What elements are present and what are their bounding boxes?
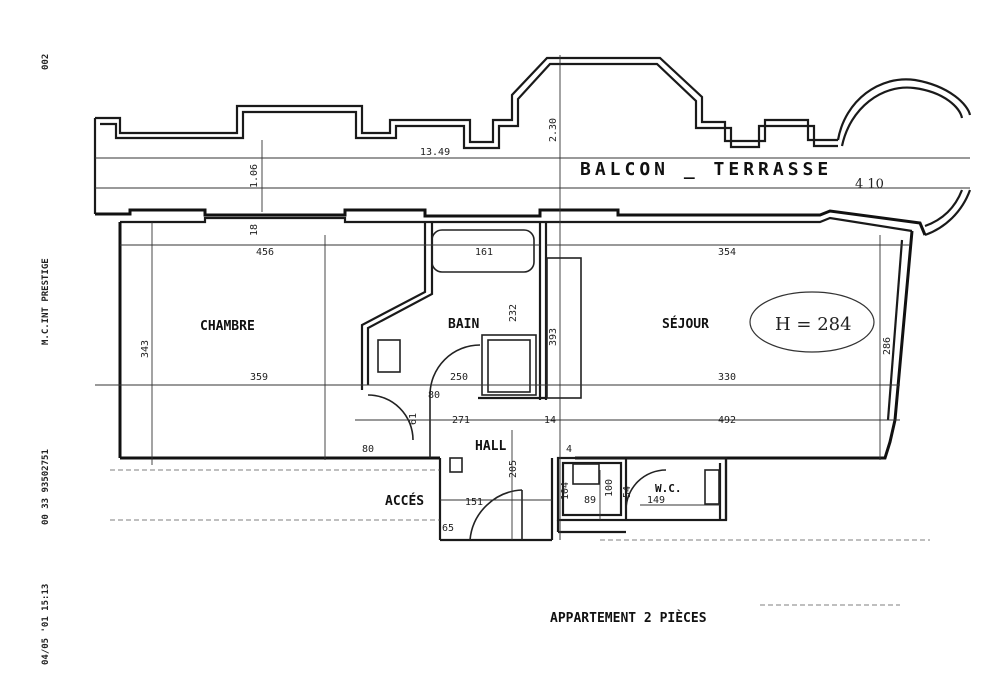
- dim-storage-104: 104: [560, 482, 571, 500]
- dim-living-width-low: 492: [718, 415, 736, 426]
- dim-balcony-depth: 1.06: [249, 164, 260, 188]
- fax-datetime: 04/05 '01 15:13: [41, 584, 51, 665]
- room-label-bedroom: CHAMBRE: [200, 319, 255, 334]
- dim-door-80a: 80: [428, 390, 440, 401]
- dim-bath-tub: 161: [475, 247, 493, 258]
- dim-bath-depth: 232: [508, 304, 519, 322]
- ceiling-height-note: H = 284: [775, 314, 852, 335]
- dim-storage-89: 89: [584, 495, 596, 506]
- dim-wall-18: 18: [249, 224, 260, 236]
- dim-bay-depth: 2.30: [548, 118, 559, 142]
- dim-door-80b: 80: [362, 444, 374, 455]
- wc-toilet: [704, 469, 720, 505]
- apartment-walls: [118, 222, 914, 542]
- dimension-numbers: 13.49 1.06 2.30 18 456 161 354 343 359 2…: [140, 118, 893, 534]
- dim-bedroom-width-mid: 359: [250, 372, 268, 383]
- room-label-hall: HALL: [475, 439, 506, 454]
- dim-balcony-length: 13.49: [420, 147, 450, 158]
- dim-living-depth: 286: [882, 337, 893, 355]
- bath-cabinet: [546, 257, 582, 399]
- room-label-wc: W.C.: [655, 482, 682, 495]
- dim-door-61: 61: [408, 413, 419, 425]
- dim-bath-width: 250: [450, 372, 468, 383]
- dim-bath-depth-2: 393: [548, 328, 559, 346]
- dim-entry-65: 65: [442, 523, 454, 534]
- dim-bedroom-depth: 343: [140, 340, 151, 358]
- fax-phone: 00 33 93502751: [41, 449, 51, 525]
- dim-living-width-top: 354: [718, 247, 736, 258]
- storage-unit: [572, 463, 600, 485]
- dim-wc-149: 149: [647, 495, 665, 506]
- dim-wall-14: 14: [544, 415, 556, 426]
- annotations: H = 284 APPARTEMENT 2 PIÈCES 4 10: [550, 177, 884, 626]
- room-label-entry: ACCÉS: [385, 493, 424, 509]
- dim-entry-151: 151: [465, 497, 483, 508]
- room-label-balcony: BALCON _ TERRASSE: [580, 159, 832, 180]
- dim-hall-width: 271: [452, 415, 470, 426]
- room-label-living: SÉJOUR: [662, 316, 709, 332]
- dim-wc-54: 54: [622, 486, 633, 498]
- balcony-structure: [93, 55, 972, 540]
- dimension-lines: [95, 222, 930, 606]
- fax-page-number: 002: [41, 54, 51, 70]
- bath-sink: [377, 339, 401, 373]
- hall-cabinet: [449, 457, 463, 473]
- plan-title: APPARTEMENT 2 PIÈCES: [550, 610, 707, 626]
- dim-bedroom-width-top: 456: [256, 247, 274, 258]
- dim-living-width-mid: 330: [718, 372, 736, 383]
- bathtub: [431, 229, 535, 273]
- door-swings: [367, 344, 667, 541]
- dim-storage-100: 100: [604, 479, 615, 497]
- dim-partition-4: 4: [566, 444, 572, 455]
- room-labels: BALCON _ TERRASSE CHAMBRE BAIN SÉJOUR HA…: [200, 159, 832, 509]
- fixtures: [377, 229, 720, 505]
- stray-mark: 4 10: [855, 177, 884, 192]
- fax-sender: M.C.INT PRESTIGE: [41, 258, 51, 345]
- room-label-bathroom: BAIN: [448, 317, 479, 332]
- bath-shower: [487, 339, 531, 393]
- dim-hall-depth: 205: [508, 460, 519, 478]
- fax-header: 002 M.C.INT PRESTIGE 00 33 93502751 04/0…: [41, 54, 51, 665]
